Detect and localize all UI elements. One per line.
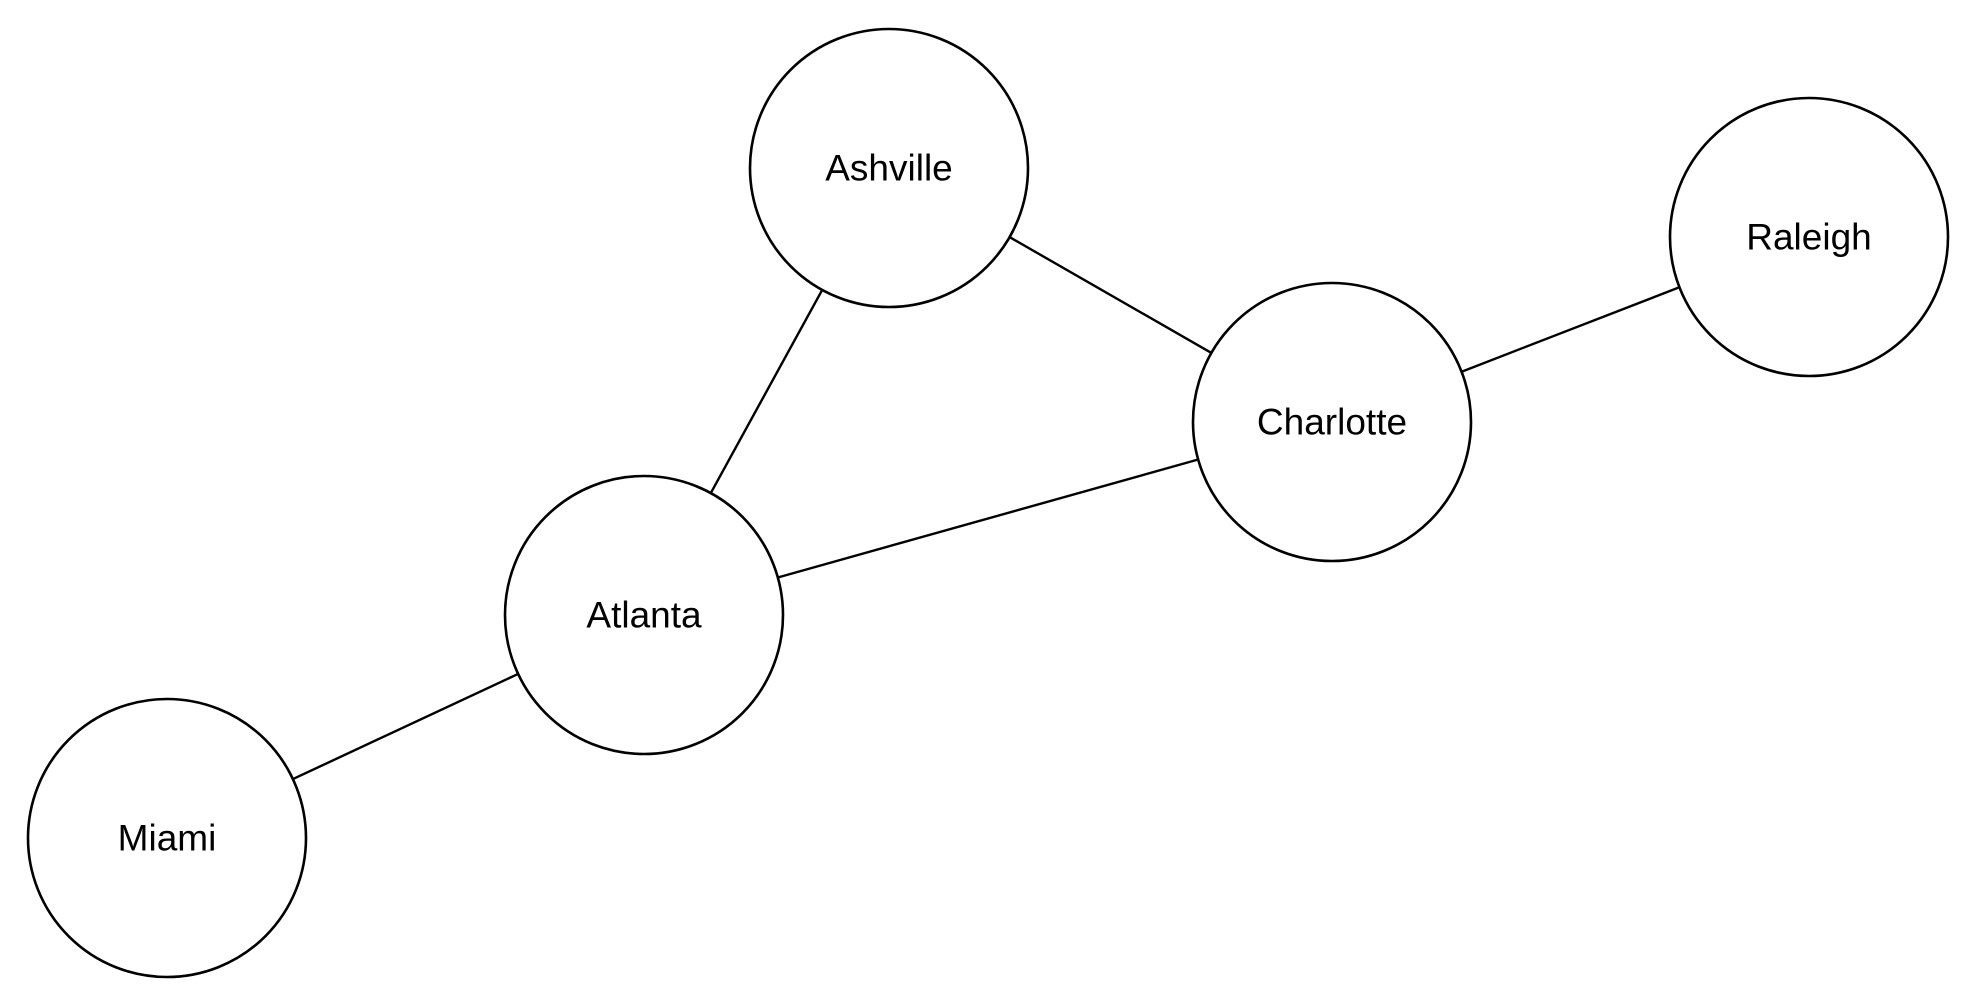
node-label-charlotte: Charlotte <box>1257 402 1407 443</box>
node-circle-charlotte <box>1191 281 1473 563</box>
edge-miami-atlanta <box>292 672 519 781</box>
node-label-ashville: Ashville <box>825 148 953 189</box>
edges-layer <box>292 236 1680 781</box>
node-raleigh: Raleigh <box>1668 96 1950 378</box>
node-circle-atlanta <box>503 474 785 756</box>
node-atlanta: Atlanta <box>503 474 785 756</box>
edge-ashville-charlotte <box>1009 236 1212 354</box>
node-label-raleigh: Raleigh <box>1746 217 1871 258</box>
edge-atlanta-charlotte <box>777 458 1199 579</box>
node-circle-raleigh <box>1668 96 1950 378</box>
edge-ashville-atlanta <box>709 289 824 494</box>
node-miami: Miami <box>26 697 308 979</box>
node-ashville: Ashville <box>748 27 1030 309</box>
node-charlotte: Charlotte <box>1191 281 1473 563</box>
node-label-atlanta: Atlanta <box>586 595 702 636</box>
node-label-miami: Miami <box>118 818 217 859</box>
node-circle-ashville <box>748 27 1030 309</box>
node-circle-miami <box>26 697 308 979</box>
edge-charlotte-raleigh <box>1461 286 1680 373</box>
